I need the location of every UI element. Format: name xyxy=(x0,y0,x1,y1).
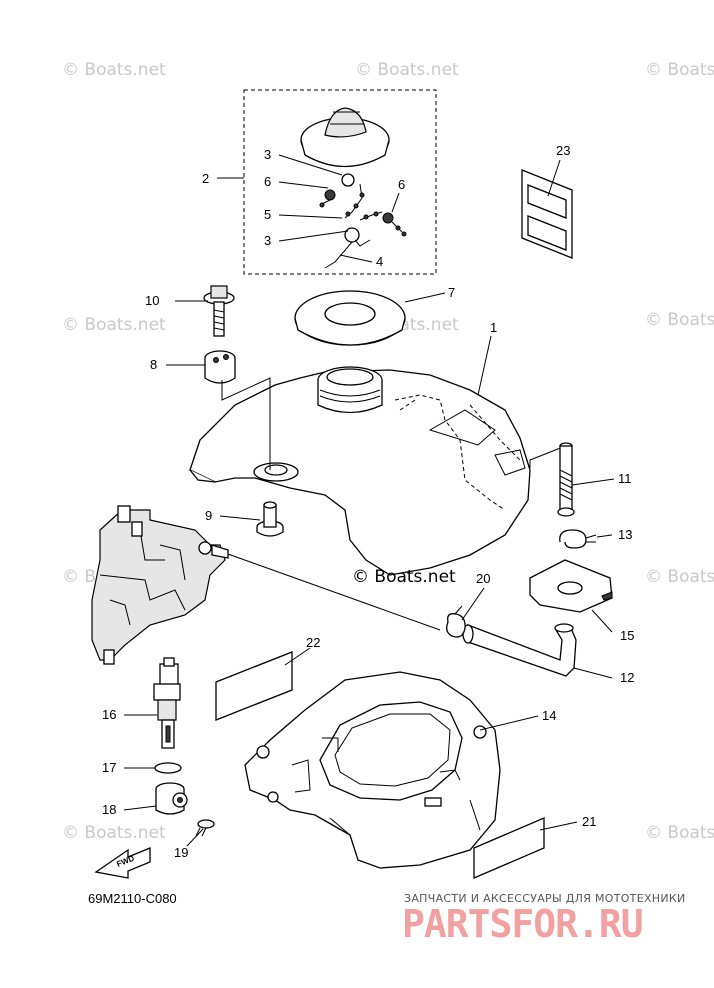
callout-2: 2 xyxy=(202,171,209,186)
label-21-part xyxy=(473,817,545,879)
callout-16: 16 xyxy=(102,707,116,722)
hose-clip-part xyxy=(446,605,466,638)
watermark-text: © Boats.net xyxy=(355,60,459,80)
watermark-text: © Boats.net xyxy=(645,60,714,80)
label-23-part xyxy=(521,169,573,259)
callout-8: 8 xyxy=(150,357,157,372)
choke-lever-part xyxy=(155,782,188,815)
brand-logo: PARTSFOR.RU xyxy=(402,902,644,946)
choke-knob-part xyxy=(153,657,181,749)
callout-6: 6 xyxy=(264,174,271,189)
callout-23: 23 xyxy=(556,143,570,158)
pin-part xyxy=(557,442,575,517)
watermark-text: © Boats.net xyxy=(645,823,714,843)
bottom-cowling-part xyxy=(244,671,501,869)
callout-3: 3 xyxy=(264,233,271,248)
callout-numbers: 1 2 3 3 4 5 6 6 7 8 9 10 11 12 13 14 15 … xyxy=(102,143,634,860)
damper-part xyxy=(204,350,236,384)
damper-plate-part xyxy=(529,559,613,613)
screw-part xyxy=(195,819,215,837)
grommet-part xyxy=(294,290,406,346)
o-ring-part xyxy=(154,762,182,774)
watermark-text: © Boats.net xyxy=(62,60,166,80)
cap-assembly-group-box xyxy=(243,89,437,275)
bolt-part xyxy=(203,285,235,337)
watermark-text: © Boats.net xyxy=(62,823,166,843)
diagram-code: 69M2110-C080 xyxy=(88,891,177,906)
fuel-line-guide xyxy=(227,553,441,631)
carburetor-part xyxy=(91,505,229,665)
callout-4: 4 xyxy=(376,254,383,269)
fuel-hose-part xyxy=(462,623,577,677)
callout-5: 5 xyxy=(264,207,271,222)
callout-17: 17 xyxy=(102,760,116,775)
callout-1: 1 xyxy=(490,320,497,335)
callout-12: 12 xyxy=(620,670,634,685)
callout-11: 11 xyxy=(618,471,632,486)
callout-18: 18 xyxy=(102,802,116,817)
fuel-cap-part xyxy=(300,107,390,168)
callout-21: 21 xyxy=(582,814,596,829)
callout-14: 14 xyxy=(542,708,556,723)
label-22-part xyxy=(215,651,293,721)
fuel-tank-part xyxy=(189,366,531,576)
callout-7: 7 xyxy=(448,285,455,300)
watermark-text: © Boats.net xyxy=(352,567,456,587)
clip-part xyxy=(559,529,597,549)
watermark-text: © Boats.net xyxy=(645,310,714,330)
callout-10: 10 xyxy=(145,293,159,308)
brand-tagline: ЗАПЧАСТИ И АКСЕССУАРЫ ДЛЯ МОТОТЕХНИКИ xyxy=(404,892,686,905)
callout-22: 22 xyxy=(306,635,320,650)
callout-20: 20 xyxy=(476,571,490,586)
watermark-text: © Boats.net xyxy=(62,315,166,335)
callout-15: 15 xyxy=(620,628,634,643)
callout-6: 6 xyxy=(398,177,405,192)
leader-lines xyxy=(123,154,615,847)
watermark-text: © Boats.net xyxy=(645,567,714,587)
collar-part xyxy=(256,501,284,537)
callout-9: 9 xyxy=(205,508,212,523)
callout-3: 3 xyxy=(264,147,271,162)
cap-chain-part xyxy=(319,173,407,269)
callout-13: 13 xyxy=(618,527,632,542)
fwd-arrow-icon: FWD xyxy=(94,847,151,879)
callout-19: 19 xyxy=(174,845,188,860)
